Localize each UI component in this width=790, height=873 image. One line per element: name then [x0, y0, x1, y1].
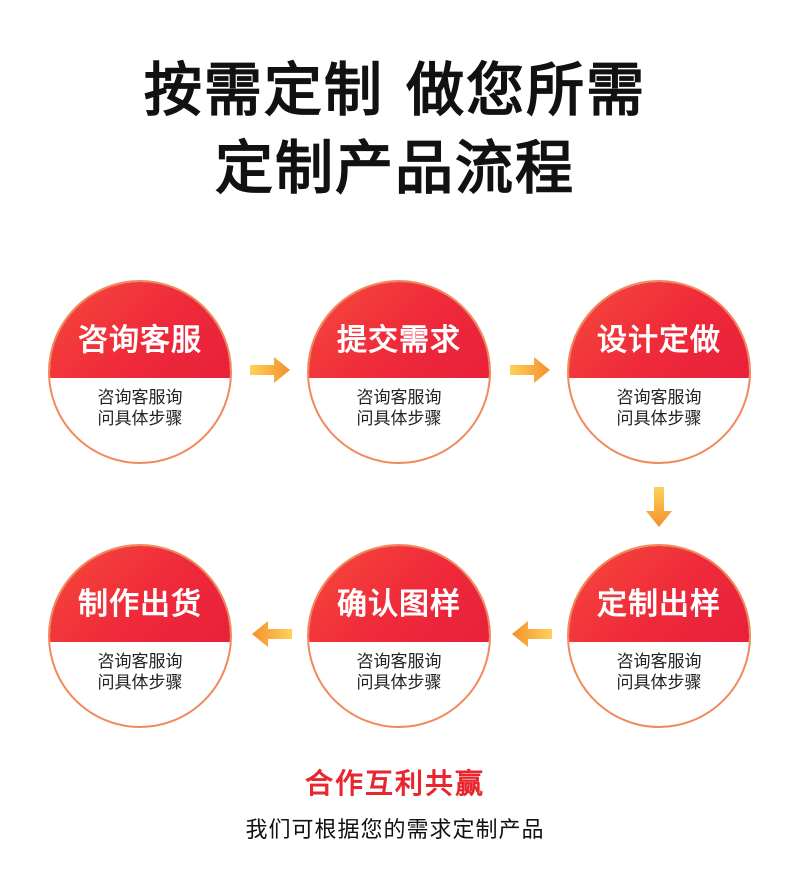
step-confirm-sample: 确认图样 咨询客服询 问具体步骤 — [307, 544, 491, 728]
step-desc-line1: 咨询客服询 — [616, 652, 702, 672]
step-design-custom: 设计定做 咨询客服询 问具体步骤 — [567, 280, 751, 464]
step-consult-service: 咨询客服 咨询客服询 问具体步骤 — [48, 280, 232, 464]
step-desc-line1: 咨询客服询 — [97, 388, 183, 408]
step-desc-line2: 问具体步骤 — [97, 409, 183, 429]
step-header: 定制出样 — [569, 546, 749, 642]
step-custom-sample: 定制出样 咨询客服询 问具体步骤 — [567, 544, 751, 728]
step-desc-line1: 咨询客服询 — [616, 388, 702, 408]
arrow-left-icon — [512, 620, 552, 648]
step-title: 设计定做 — [597, 323, 721, 358]
step-title: 提交需求 — [337, 323, 461, 358]
arrow-down-icon — [645, 487, 673, 527]
step-description: 咨询客服询 问具体步骤 — [50, 652, 230, 694]
step-header: 确认图样 — [309, 546, 489, 642]
step-description: 咨询客服询 问具体步骤 — [50, 388, 230, 430]
step-header: 设计定做 — [569, 282, 749, 378]
step-title: 定制出样 — [597, 587, 721, 622]
step-header: 咨询客服 — [50, 282, 230, 378]
arrow-right-icon — [250, 356, 290, 384]
step-desc-line2: 问具体步骤 — [616, 673, 702, 693]
step-desc-line1: 咨询客服询 — [97, 652, 183, 672]
step-title: 咨询客服 — [78, 323, 202, 358]
step-submit-requirements: 提交需求 咨询客服询 问具体步骤 — [307, 280, 491, 464]
page-title-line2: 定制产品流程 — [214, 134, 575, 202]
step-description: 咨询客服询 问具体步骤 — [569, 388, 749, 430]
step-description: 咨询客服询 问具体步骤 — [309, 388, 489, 430]
step-header: 提交需求 — [309, 282, 489, 378]
step-production-shipping: 制作出货 咨询客服询 问具体步骤 — [48, 544, 232, 728]
step-desc-line2: 问具体步骤 — [356, 409, 442, 429]
step-title: 制作出货 — [78, 587, 202, 622]
footer-subtitle: 我们可根据您的需求定制产品 — [245, 818, 545, 843]
arrow-right-icon — [510, 356, 550, 384]
step-title: 确认图样 — [337, 587, 461, 622]
arrow-left-icon — [252, 620, 292, 648]
step-description: 咨询客服询 问具体步骤 — [309, 652, 489, 694]
page-title-line1: 按需定制 做您所需 — [143, 56, 647, 124]
step-desc-line2: 问具体步骤 — [356, 673, 442, 693]
step-desc-line1: 咨询客服询 — [356, 652, 442, 672]
footer-title: 合作互利共赢 — [304, 767, 485, 800]
step-description: 咨询客服询 问具体步骤 — [569, 652, 749, 694]
step-header: 制作出货 — [50, 546, 230, 642]
step-desc-line1: 咨询客服询 — [356, 388, 442, 408]
step-desc-line2: 问具体步骤 — [616, 409, 702, 429]
step-desc-line2: 问具体步骤 — [97, 673, 183, 693]
